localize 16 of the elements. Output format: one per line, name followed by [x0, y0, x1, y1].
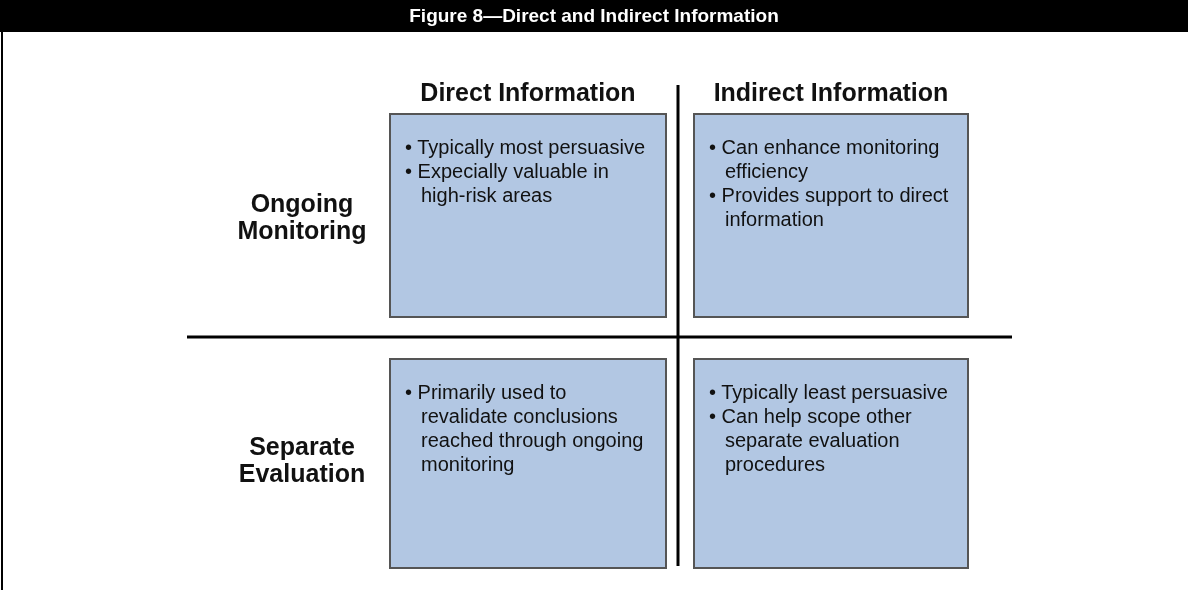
title-bar: Figure 8—Direct and Indirect Information	[0, 0, 1188, 32]
column-heading: Direct Information	[419, 78, 637, 107]
text-box	[693, 113, 969, 318]
bullet-item: • Typically least persuasive	[709, 380, 949, 404]
bullet-item: • Can help scope other separate evaluation procedures	[709, 404, 913, 476]
bullet-item: • Expecially valuable in high-risk areas	[405, 159, 610, 207]
bullet-item: • Provides support to direct information	[709, 183, 950, 231]
bullet-item: • Primarily used to revalidate conclusions reached through ongoing monitoring	[405, 380, 645, 476]
row-heading: Separate Evaluation	[237, 433, 367, 487]
text-box	[389, 113, 667, 318]
column-heading: Indirect Information	[712, 78, 950, 107]
text-box	[389, 358, 667, 569]
bullet-item: • Typically most persuasive	[405, 135, 647, 159]
bullet-item: • Can enhance monitoring efficiency	[709, 135, 941, 183]
text-box	[693, 358, 969, 569]
row-heading: Ongoing Monitoring	[237, 190, 367, 244]
